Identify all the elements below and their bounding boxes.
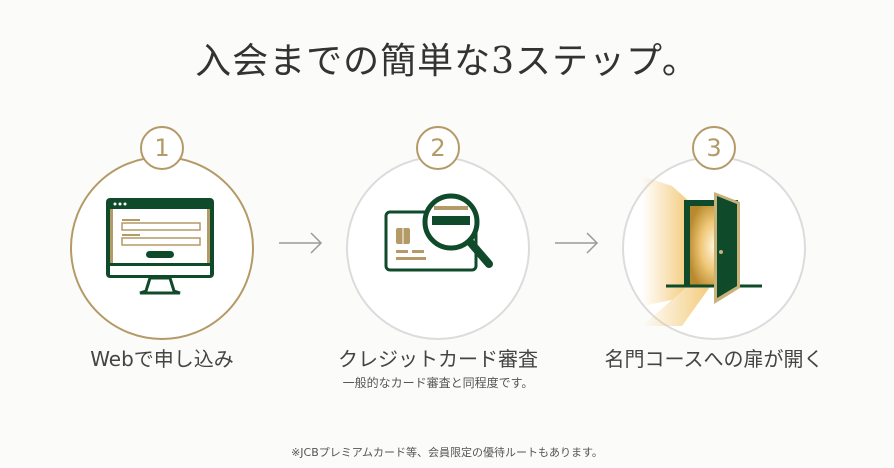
page-title: 入会までの簡単な3ステップ。	[195, 41, 699, 82]
step-1-number: 1	[140, 126, 184, 170]
step-2-ring	[346, 156, 530, 340]
step-3-number: 3	[692, 126, 736, 170]
step-2: 2	[346, 126, 536, 348]
arrow-right-icon	[279, 232, 323, 254]
open-door-icon	[642, 176, 762, 326]
step-2-note: 一般的なカード審査と同程度です。	[342, 376, 534, 390]
arrow-right-icon	[555, 232, 599, 254]
step-3-label: 名門コースへの扉が開く	[604, 347, 824, 371]
footnote: ※JCBプレミアムカード等、会員限定の優待ルートもあります。	[291, 446, 603, 459]
computer-form-icon	[106, 198, 214, 295]
step-1: 1	[70, 126, 260, 348]
step-2-number: 2	[416, 126, 460, 170]
step-1-label: Webで申し込み	[90, 347, 234, 371]
step-2-label: クレジットカード審査	[338, 347, 538, 371]
step-3: 3	[622, 126, 812, 348]
card-magnifier-icon	[384, 193, 493, 272]
